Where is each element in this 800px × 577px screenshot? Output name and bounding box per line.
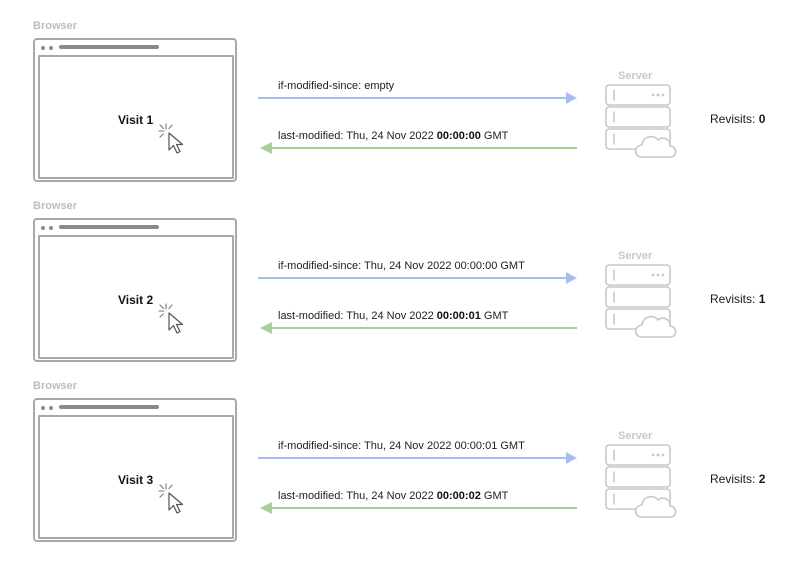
revisits-counter: Revisits: 2	[710, 472, 765, 486]
address-bar	[59, 45, 159, 49]
request-header-text: if-modified-since: Thu, 24 Nov 2022 00:0…	[278, 260, 525, 272]
response-time: 00:00:02	[436, 490, 481, 502]
browser-window	[33, 218, 237, 362]
revisits-counter: Revisits: 1	[710, 292, 765, 306]
response-suffix: GMT	[480, 490, 509, 502]
server-cloud-icon	[605, 84, 677, 158]
browser-label: Browser	[33, 200, 78, 212]
message-arrows	[258, 272, 577, 334]
flow-row-visit-2: Browser Visit 2 if-modified-since: Thu, …	[0, 200, 800, 380]
response-header-text: last-modified: Thu, 24 Nov 2022 00:00:00…	[278, 130, 508, 142]
address-bar	[59, 405, 159, 409]
response-header-text: last-modified: Thu, 24 Nov 2022 00:00:01…	[278, 310, 508, 322]
window-dot	[49, 406, 53, 410]
response-prefix: last-modified: Thu, 24 Nov 2022	[278, 490, 437, 502]
revisits-count: 0	[758, 112, 766, 126]
window-dot	[41, 406, 45, 410]
address-bar	[59, 225, 159, 229]
browser-viewport	[38, 55, 234, 179]
request-arrow-head	[566, 452, 577, 464]
flow-row-visit-1: Browser Visit 1 if-modified-since: empty…	[0, 20, 800, 200]
browser-label: Browser	[33, 20, 78, 32]
window-dot	[49, 226, 53, 230]
visit-label: Visit 1	[118, 113, 154, 127]
browser-label: Browser	[33, 380, 78, 392]
visit-label: Visit 3	[118, 473, 154, 487]
response-arrow-head	[260, 322, 272, 334]
cursor-click-icon	[158, 303, 184, 334]
message-arrows	[258, 452, 577, 514]
cursor-click-icon	[158, 123, 184, 154]
flow-row-visit-3: Browser Visit 3 if-modified-since: Thu, …	[0, 380, 800, 560]
browser-window	[33, 398, 237, 542]
response-arrow-head	[260, 502, 272, 514]
cursor-click-icon	[158, 483, 184, 514]
revisits-count: 2	[758, 472, 766, 486]
window-dot	[49, 46, 53, 50]
response-time: 00:00:00	[436, 130, 481, 142]
revisits-count: 1	[758, 292, 766, 306]
message-arrows	[258, 92, 577, 154]
response-suffix: GMT	[480, 310, 509, 322]
server-label: Server	[618, 430, 653, 442]
request-arrow-head	[566, 272, 577, 284]
response-arrow-head	[260, 142, 272, 154]
server-label: Server	[618, 250, 653, 262]
browser-viewport	[38, 235, 234, 359]
request-header-text: if-modified-since: Thu, 24 Nov 2022 00:0…	[278, 440, 525, 452]
request-header-text: if-modified-since: empty	[278, 80, 395, 92]
window-dot	[41, 46, 45, 50]
browser-window	[33, 38, 237, 182]
revisits-label: Revisits:	[710, 112, 759, 126]
response-header-text: last-modified: Thu, 24 Nov 2022 00:00:02…	[278, 490, 508, 502]
revisits-counter: Revisits: 0	[710, 112, 765, 126]
server-cloud-icon	[605, 264, 677, 338]
visit-label: Visit 2	[118, 293, 154, 307]
server-label: Server	[618, 70, 653, 82]
response-prefix: last-modified: Thu, 24 Nov 2022	[278, 310, 437, 322]
window-dot	[41, 226, 45, 230]
browser-viewport	[38, 415, 234, 539]
revisits-label: Revisits:	[710, 472, 759, 486]
response-prefix: last-modified: Thu, 24 Nov 2022	[278, 130, 437, 142]
response-suffix: GMT	[480, 130, 509, 142]
server-cloud-icon	[605, 444, 677, 518]
revisits-label: Revisits:	[710, 292, 759, 306]
request-arrow-head	[566, 92, 577, 104]
response-time: 00:00:01	[436, 310, 481, 322]
